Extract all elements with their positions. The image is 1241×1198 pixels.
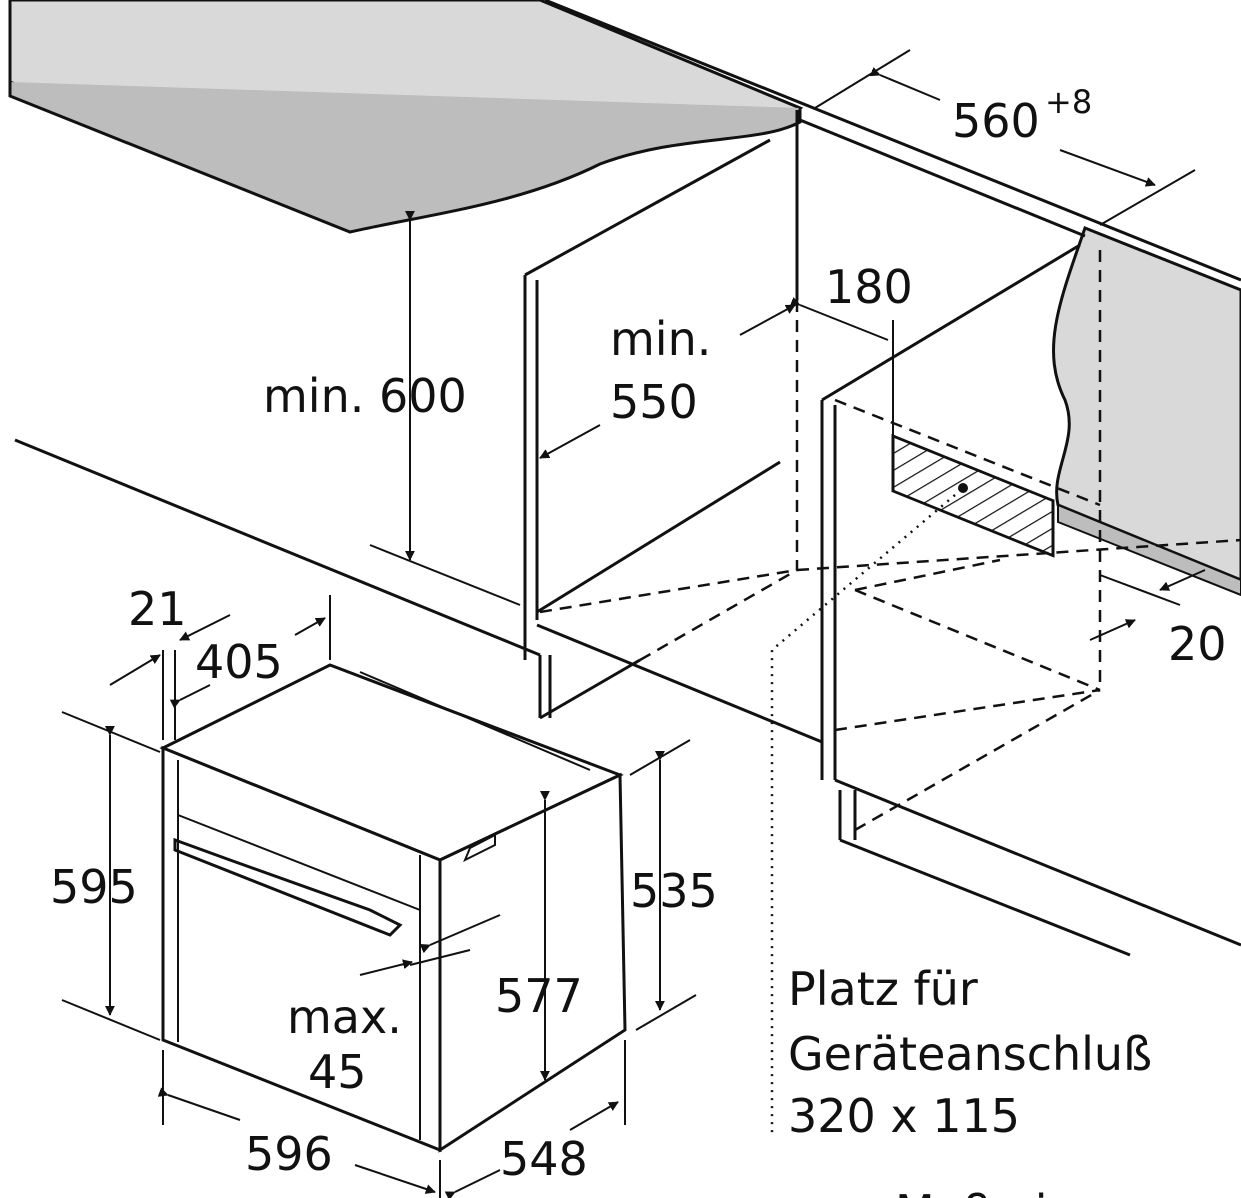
dim-door-line1: max. xyxy=(287,990,402,1044)
oven xyxy=(159,663,627,1153)
connection-note-line1: Platz für xyxy=(788,962,978,1016)
worktop xyxy=(8,0,804,234)
dim-front-offset: 21 xyxy=(128,582,187,636)
dim-height: 595 xyxy=(50,860,138,914)
connection-note-line3: 320 x 115 xyxy=(788,1089,1020,1143)
connection-area xyxy=(891,433,1055,558)
dim-niche-width-tolerance: +8 xyxy=(1045,83,1092,121)
dim-vent-depth: 180 xyxy=(825,260,913,314)
cabinet-outline xyxy=(14,0,1241,957)
dimension-lines xyxy=(61,49,1206,1198)
dim-top-depth: 405 xyxy=(195,635,283,689)
connection-note-line2: Geräteanschluß xyxy=(788,1027,1152,1081)
units-note: Maße in xyxy=(895,1185,1077,1198)
dim-min-height: min. 600 xyxy=(263,369,467,423)
dim-depth: 548 xyxy=(500,1132,588,1186)
hidden-lines xyxy=(539,250,1241,832)
dim-rear-gap: 20 xyxy=(1168,617,1227,671)
dim-door-line2: 45 xyxy=(308,1045,367,1099)
dim-width: 596 xyxy=(245,1127,333,1181)
dim-min-depth-line2: 550 xyxy=(610,375,698,429)
dim-side-height: 535 xyxy=(630,864,718,918)
dim-inner-height: 577 xyxy=(495,969,583,1023)
dim-min-depth-line1: min. xyxy=(610,312,711,366)
dim-niche-width: 560 xyxy=(952,94,1040,148)
